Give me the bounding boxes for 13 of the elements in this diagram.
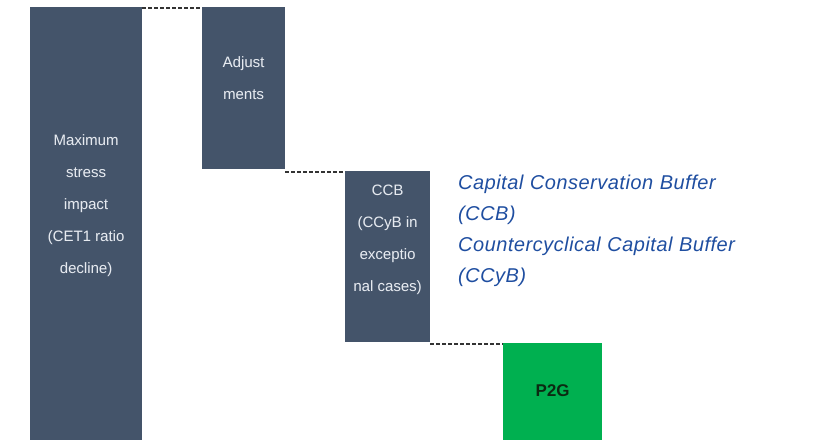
waterfall-bar (30, 7, 142, 440)
bar-label: CCB (CCyB in exceptio nal cases) (352, 181, 423, 297)
dashed-connector (285, 171, 345, 173)
bar-label: P2G (535, 380, 570, 402)
dashed-connector (430, 343, 503, 345)
waterfall-bar (345, 171, 430, 342)
waterfall-bar (202, 7, 285, 169)
bar-label: Maximum stress impact (CET1 ratio decline) (46, 131, 126, 279)
note-text: Capital Conservation Buffer (CCB) (458, 171, 718, 227)
result-bar (503, 343, 602, 440)
bar-label: Adjust ments (222, 53, 266, 105)
note-text: Countercyclical Capital Buffer (CCyB) (458, 233, 736, 289)
dashed-connector (142, 7, 202, 9)
